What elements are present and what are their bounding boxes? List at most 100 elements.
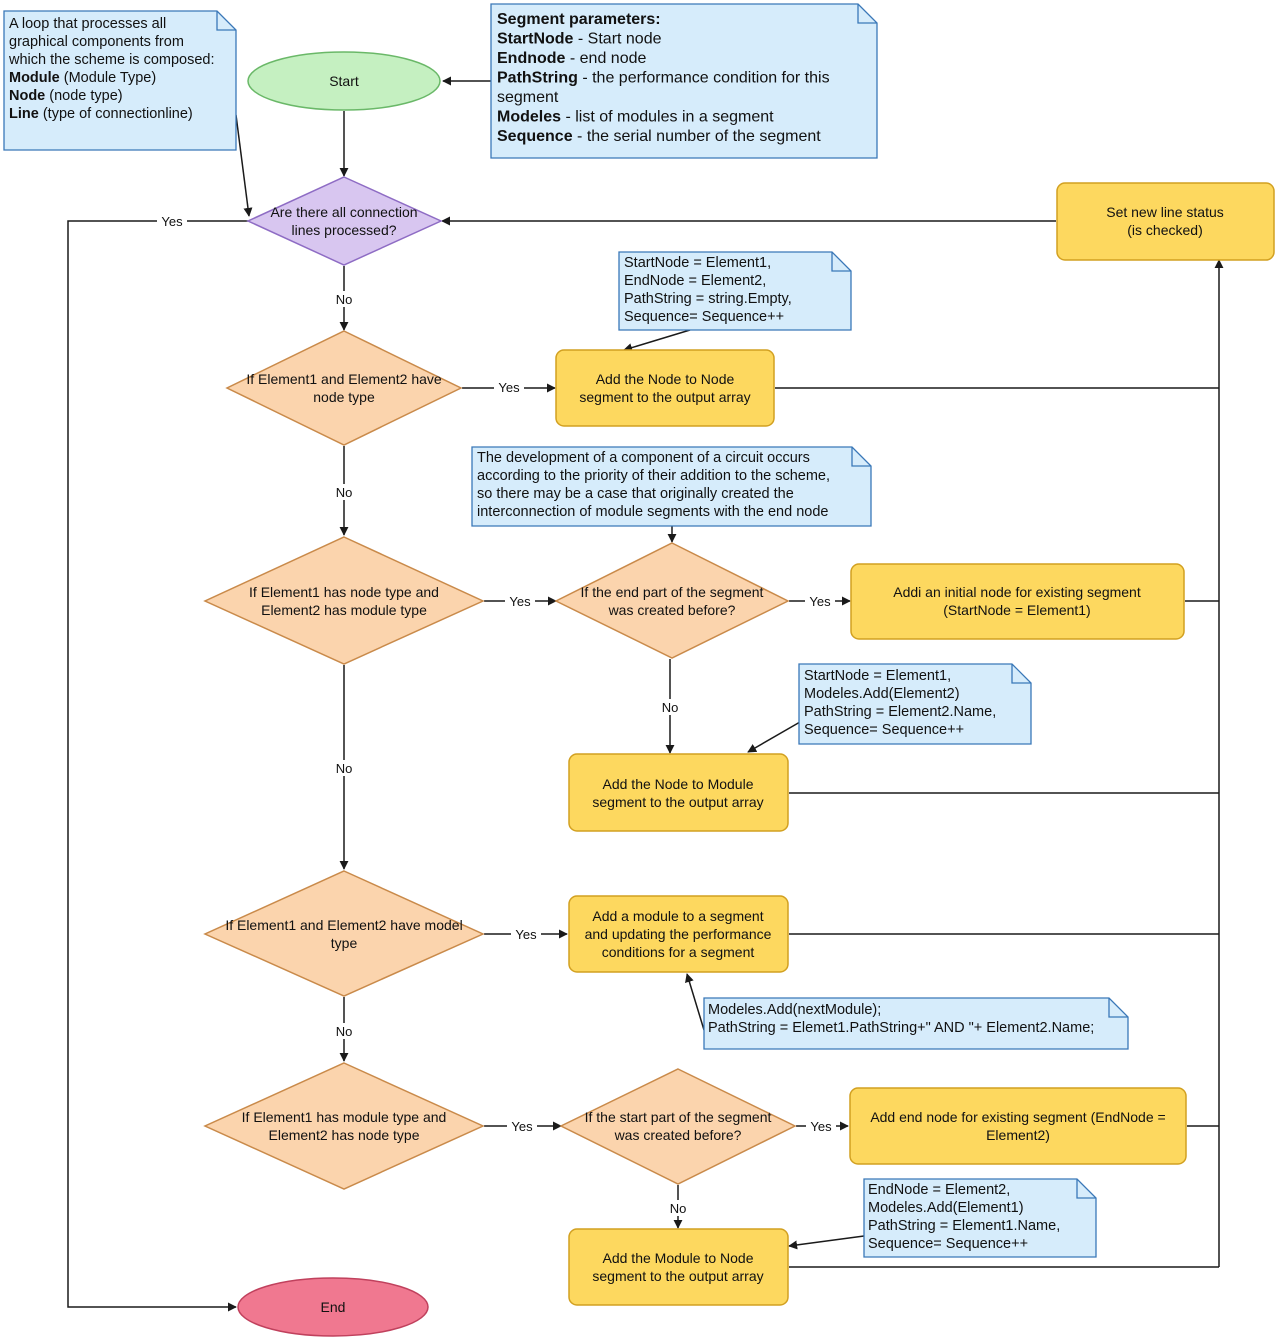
note-run: StartNode = Element1, (624, 255, 771, 271)
edge-label-yes-start-part: Yes (806, 1119, 836, 1135)
note-add-module-params: Modeles.Add(nextModule);PathString = Ele… (703, 997, 1129, 1050)
end-label: End (321, 1299, 346, 1315)
edge-label-yes-node-node: Yes (494, 380, 524, 396)
svg-text:No: No (336, 761, 353, 776)
note-run: Modeles.Add(Element1) (868, 1200, 1024, 1216)
note-run: interconnection of module segments with … (477, 504, 828, 520)
note-node-node-params: StartNode = Element1, EndNode = Element2,… (618, 251, 852, 331)
label-line: Add the Node to Node (596, 371, 735, 387)
edge-label-yes-module-node: Yes (507, 1119, 537, 1135)
process-add-end-node-label: Add end node for existing segment (EndNo… (870, 1109, 1165, 1143)
label-line: Addi an initial node for existing segmen… (893, 584, 1141, 600)
label-line: segment to the output array (579, 389, 750, 405)
process-add-node-to-node[interactable]: Add the Node to Node segment to the outpu… (555, 349, 775, 427)
note-run: Line (9, 106, 39, 122)
svg-text:Yes: Yes (515, 927, 537, 942)
svg-text:Yes: Yes (809, 594, 831, 609)
note-run: according to the priority of their addit… (477, 468, 830, 484)
note-run: Modeles.Add(Element2) (804, 686, 960, 702)
svg-text:No: No (670, 1201, 687, 1216)
note-loop: A loop that processes all graphical compo… (3, 10, 237, 151)
label-line: If the start part of the segment (585, 1109, 772, 1125)
edge-all-processed-yes-to-end (67, 220, 248, 1312)
process-add-initial-node[interactable]: Addi an initial node for existing segmen… (850, 563, 1185, 640)
note-run: Sequence= Sequence++ (624, 309, 784, 325)
note-run: (type of connectionline) (39, 106, 193, 122)
label-line: and updating the performance (585, 926, 772, 942)
note-add-module-params-text: Modeles.Add(nextModule);PathString = Ele… (708, 1002, 1094, 1036)
end-terminal[interactable]: End (237, 1277, 429, 1337)
label-line: If Element1 has node type and (249, 584, 439, 600)
label-line: segment to the output array (592, 794, 763, 810)
note-segment-parameters: Segment parameters:StartNode - Start nod… (490, 3, 878, 159)
label-line: (is checked) (1127, 222, 1202, 238)
edge-label-no-start-part: No (665, 1200, 691, 1216)
note-run: which the scheme is composed: (8, 52, 215, 68)
note-run: Module (9, 70, 60, 86)
note-run: The development of a component of a circ… (477, 450, 810, 466)
note-node-module-params-text: StartNode = Element1,Modeles.Add(Element… (804, 668, 996, 738)
edge-note4-to-add-module-node (788, 1235, 865, 1250)
process-add-node-to-module[interactable]: Add the Node to Module segment to the out… (568, 753, 789, 832)
process-add-module-to-segment[interactable]: Add a module to a segment and updating th… (568, 895, 789, 973)
process-add-module-to-segment-label: Add a module to a segment and updating th… (585, 908, 772, 960)
note-run: Modeles (497, 109, 561, 126)
start-terminal[interactable]: Start (247, 51, 441, 111)
svg-text:No: No (336, 1024, 353, 1039)
edge-label-no-end-part: No (657, 699, 683, 715)
label-line: conditions for a segment (602, 944, 755, 960)
note-loop-text: A loop that processes all graphical compo… (8, 16, 215, 122)
note-run: EndNode = Element2, (624, 273, 766, 289)
note-run: A loop that processes all (9, 16, 166, 32)
note-priority: The development of a component of a circ… (471, 446, 872, 527)
process-add-end-node[interactable]: Add end node for existing segment (EndNo… (849, 1087, 1187, 1165)
process-set-new-line-status[interactable]: Set new line status (is checked) (1056, 182, 1275, 261)
edge-label-no-node-module: No (331, 760, 357, 776)
edge-note3-to-add-module (685, 973, 705, 1031)
label-line: Start (329, 73, 359, 89)
note-run: graphical components from (9, 34, 184, 50)
note-run: Sequence= Sequence++ (868, 1236, 1028, 1252)
note-run: PathString = Elemet1.PathString+" AND "+… (708, 1020, 1094, 1036)
svg-text:No: No (336, 292, 353, 307)
label-line: Set new line status (1106, 204, 1224, 220)
note-run: Sequence (497, 128, 573, 145)
label-line: Element2 has module type (261, 602, 427, 618)
note-run: - the performance condition for this (578, 70, 830, 87)
note-module-node-params-text: EndNode = Element2,Modeles.Add(Element1)… (868, 1182, 1060, 1252)
label-line: Element2) (986, 1127, 1050, 1143)
note-segment-parameters-text: Segment parameters:StartNode - Start nod… (497, 11, 830, 145)
label-line: Add a module to a segment (592, 908, 763, 924)
svg-text:Yes: Yes (810, 1119, 832, 1134)
edge-label-no-node-node: No (331, 484, 357, 500)
note-run: (Module Type) (60, 70, 156, 86)
note-run: PathString = Element2.Name, (804, 704, 996, 720)
svg-text:No: No (336, 485, 353, 500)
label-line: If Element1 has module type and (242, 1109, 447, 1125)
note-run: PathString = Element1.Name, (868, 1218, 1060, 1234)
note-run: - end node (565, 50, 646, 67)
svg-text:No: No (662, 700, 679, 715)
note-run: Node (9, 88, 45, 104)
label-line: Add the Node to Module (603, 776, 754, 792)
note-node-module-params: StartNode = Element1,Modeles.Add(Element… (798, 663, 1032, 745)
label-line: node type (313, 389, 375, 405)
label-line: If the end part of the segment (581, 584, 764, 600)
note-run: Endnode (497, 50, 566, 67)
note-priority-text: The development of a component of a circ… (477, 450, 830, 520)
edge-note2-to-add-node-module (747, 721, 801, 753)
svg-text:Yes: Yes (161, 214, 183, 229)
